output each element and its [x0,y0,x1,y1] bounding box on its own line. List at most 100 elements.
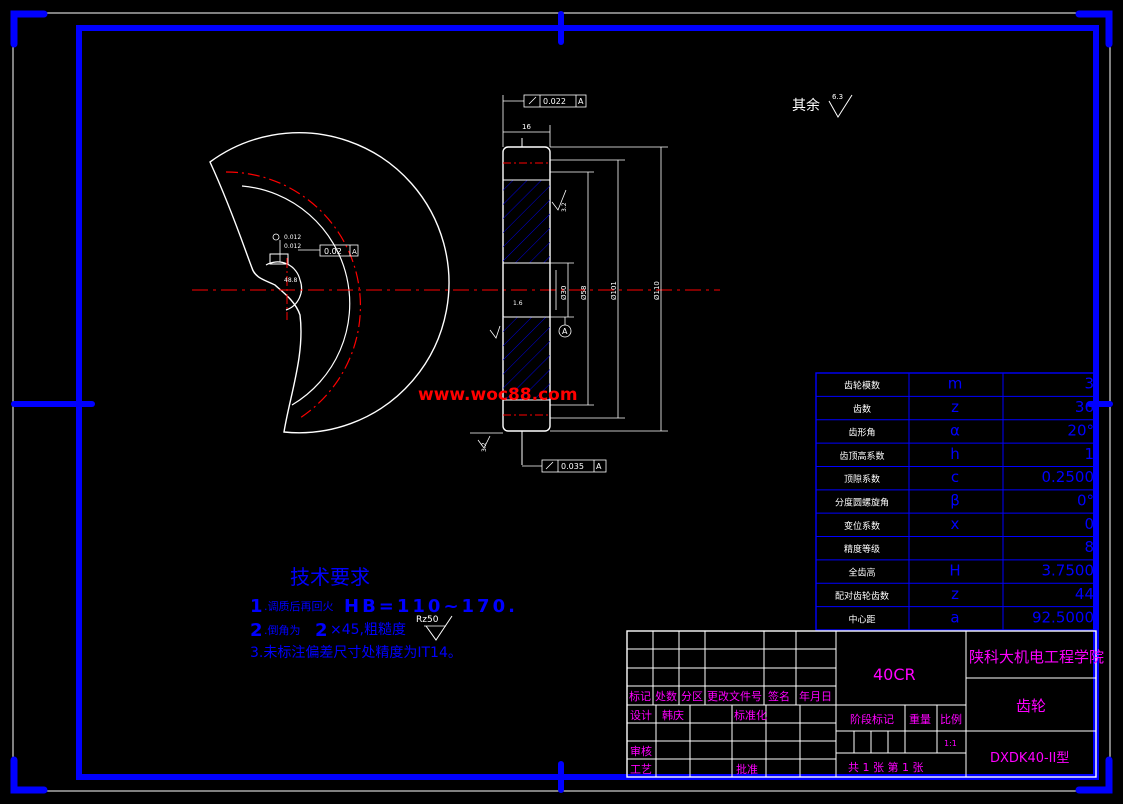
surface-finish-symbol [828,94,853,118]
tech-line-2-text: .倒角为 [264,624,301,637]
bore-cyl-tol-b: 0.012 [284,243,301,250]
tech-line-1-text: .调质后再回火 [264,600,334,613]
gear-param-value: 92.5000 [1032,608,1094,626]
tb-weight: 重量 [909,712,931,726]
title-block-text: 40CR 陕科大机电工程学院 齿轮 DXDK40-II型 标记 处数 分区 更改… [629,648,1104,776]
gear-param-symbol: x [951,515,960,533]
gear-param-name: 顶隙系数 [844,473,880,485]
tb-school: 陕科大机电工程学院 [969,648,1104,666]
top-runout-frame [503,94,587,108]
diameter-dimensions [550,146,668,432]
width-dimension [502,95,551,147]
gear-param-value: 0° [1077,492,1094,510]
top-runout-datum: A [578,97,584,106]
tech-rz-value: Rz50 [416,615,439,625]
roughness-flank: 3.2 [481,442,488,452]
bore-symmetry-value: 0.02 [324,247,342,256]
datum-a-label: A [562,327,568,336]
tb-h-docno: 更改文件号 [707,689,762,703]
surface-finish-value: 6.3 [832,93,843,101]
surface-finish-label: 其余 [792,97,820,114]
tb-design: 设计 [630,709,652,722]
gear-param-name: 配对齿轮齿数 [835,590,889,602]
bore-diameter: Ø30 [560,286,568,300]
gear-param-symbol: β [950,492,960,510]
gear-param-value: 0 [1084,515,1094,533]
tb-drawing-no: DXDK40-II型 [990,751,1069,766]
gear-param-name: 齿形角 [848,426,875,438]
tb-scale: 比例 [940,712,962,726]
technical-requirements: 技术要求 1 .调质后再回火 HB=110~170. 2 .倒角为 2 ×45,… [250,565,518,661]
tech-line-2-tail: ×45,粗糙度 [330,622,406,638]
tb-designer: 韩庆 [662,708,684,722]
gear-param-name: 精度等级 [844,543,880,555]
gear-param-name: 中心距 [848,613,875,625]
gear-param-name: 齿顶高系数 [839,450,884,462]
gear-section-view [502,138,551,465]
tb-h-marker: 标记 [629,689,651,703]
gear-param-value: 20° [1067,421,1094,439]
gear-param-symbol: h [950,445,960,463]
watermark: www.woc88.com [418,385,578,405]
centering-marks [11,11,1113,793]
top-runout-value: 0.022 [543,97,566,106]
tb-h-zone: 分区 [681,690,703,703]
tb-h-sign: 签名 [768,689,790,703]
tb-check: 审核 [630,744,652,758]
corner-marks [10,10,1113,794]
bore-symmetry-datum: A [352,248,357,256]
tb-standard: 标准化 [734,708,767,722]
bottom-runout-datum: A [596,462,602,471]
gear-param-symbol: α [950,421,960,439]
tech-line-1-big: HB=110~170. [344,596,518,617]
gear-param-name: 齿数 [853,403,871,415]
roughness-symbols [470,189,567,449]
gear-param-symbol: m [948,375,963,393]
tb-process: 工艺 [630,763,652,776]
tech-rz-symbol [425,615,453,641]
gear-param-value: 3.7500 [1042,562,1095,580]
gear-param-name: 全齿高 [848,567,875,579]
gear-param-value: 36 [1075,398,1094,416]
tb-part-name: 齿轮 [1016,697,1046,715]
gear-param-symbol: a [950,608,959,626]
width-value: 16 [522,123,531,131]
gear-param-value: 3 [1084,375,1094,393]
tb-sheets: 共 1 张 第 1 张 [848,760,923,774]
tb-stage-mark: 阶段标记 [850,712,894,726]
bottom-runout-frame [522,459,607,473]
root-diameter: Ø101 [610,281,618,300]
bottom-runout-value: 0.035 [561,462,584,471]
tb-h-count: 处数 [655,690,677,703]
bore-cyl-tol-a: 0.012 [284,234,301,241]
gear-param-symbol: z [951,585,959,603]
gear-param-symbol: H [949,562,960,580]
gear-param-value: 8 [1084,538,1094,556]
tb-material: 40CR [873,665,916,684]
title-block [626,630,1097,778]
gear-front-view [209,132,450,434]
tb-h-date: 年月日 [799,689,832,703]
tech-line-1-num: 1 [250,596,263,617]
gear-param-value: 44 [1075,585,1094,603]
gear-param-name: 分度圆螺旋角 [835,497,889,509]
tech-title: 技术要求 [290,565,370,589]
roughness-side: 3.2 [561,202,568,212]
tech-line-3: 3.未标注偏差尺寸处精度为IT14。 [250,645,462,661]
gear-parameter-table: 齿轮模数 m 3 齿数 z 36 齿形角 α 20° 齿顶高系数 h 1 顶隙系数 c 0.2500 分度圆螺… [815,372,1097,631]
gear-param-symbol: z [951,398,959,416]
tb-approve: 批准 [736,762,758,776]
hub-diameter: Ø58 [580,286,588,300]
gear-param-value: 1 [1084,445,1094,463]
gear-param-value: 0.2500 [1042,468,1095,486]
gear-param-symbol: c [951,468,959,486]
bore-tolerance-frames [272,233,359,262]
tech-line-2-num: 2 [250,620,263,641]
key-dimension: 48.8 [284,277,298,284]
tb-scale-value: 1:1 [944,739,957,748]
gear-param-name: 齿轮模数 [844,380,880,392]
tech-line-2-big: 2 [315,620,328,641]
gear-param-name: 变位系数 [844,520,880,532]
tip-diameter: Ø110 [653,281,661,300]
